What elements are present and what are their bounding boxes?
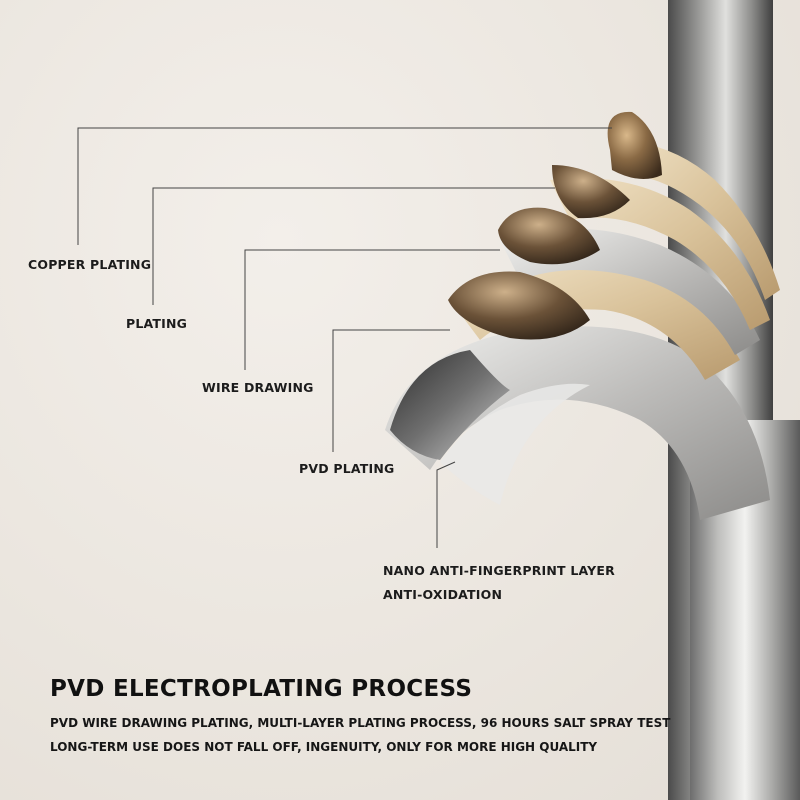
layer-band-2 <box>550 178 770 330</box>
leader-pvd <box>332 329 450 452</box>
inner-pipe-cut <box>390 350 510 460</box>
copper-layer-cut <box>607 111 662 179</box>
label-pvd-plating: PVD PLATING <box>299 461 395 476</box>
leader-nano <box>436 461 456 548</box>
leader-lines <box>77 127 612 548</box>
subtitle-line-1: PVD WIRE DRAWING PLATING, MULTI-LAYER PL… <box>50 716 671 730</box>
wire-drawing-layer-cut <box>498 207 600 265</box>
leader-wire <box>244 249 500 370</box>
label-anti-oxidation: ANTI-OXIDATION <box>383 587 503 602</box>
inner-pipe-highlight <box>440 383 590 505</box>
leader-plating <box>152 187 555 305</box>
label-wire-drawing: WIRE DRAWING <box>202 380 314 395</box>
page-title: PVD ELECTROPLATING PROCESS <box>50 676 473 702</box>
label-nano-layer: NANO ANTI-FINGERPRINT LAYER <box>383 563 615 578</box>
plating-layer-cut <box>552 165 630 219</box>
label-copper-plating: COPPER PLATING <box>28 257 152 272</box>
leader-copper <box>77 127 612 245</box>
pvd-layer-cut <box>448 271 590 340</box>
label-plating: PLATING <box>126 316 188 331</box>
subtitle-line-2: LONG-TERM USE DOES NOT FALL OFF, INGENUI… <box>50 740 598 754</box>
